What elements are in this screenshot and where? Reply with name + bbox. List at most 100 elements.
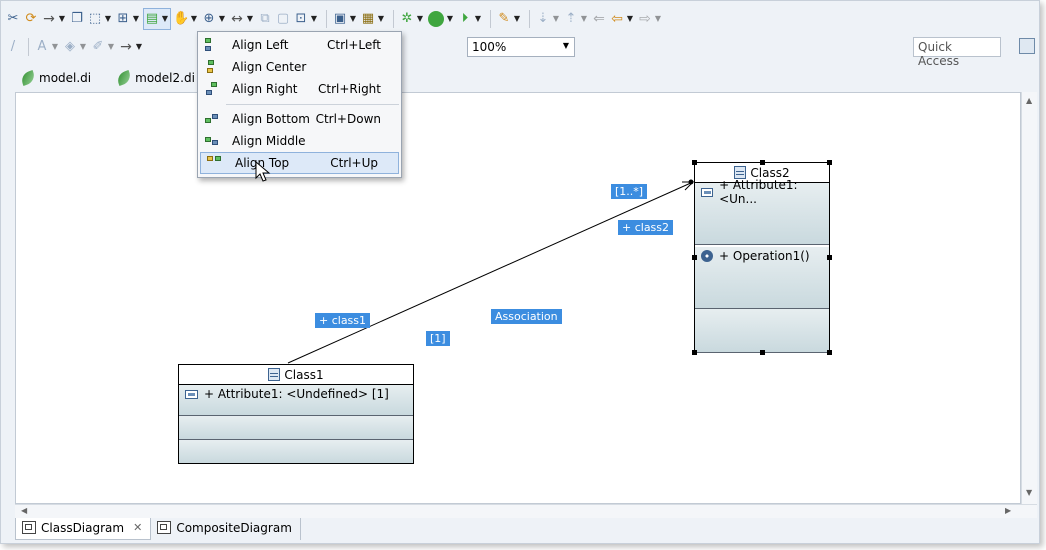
chevron-down-icon[interactable]: ▼ [349,14,357,23]
ungroup-tool[interactable]: ▢ [275,8,291,30]
chevron-down-icon[interactable]: ▼ [161,14,169,23]
class1-node[interactable]: Class1 + Attribute1: <Undefined> [1] [178,364,414,464]
menu-item-align-middle[interactable]: Align Middle [198,130,401,152]
chevron-down-icon[interactable]: ▼ [416,14,424,23]
chevron-down-icon[interactable]: ▼ [446,14,454,23]
scroll-up-icon[interactable]: ▲ [1026,96,1033,105]
line-style-tool[interactable]: / [5,36,21,58]
horizontal-scrollbar[interactable]: ◀ ▶ [15,504,1037,518]
association-name-label[interactable]: Association [491,309,562,324]
perspective-icon[interactable] [1019,38,1035,54]
chevron-down-icon[interactable]: ▼ [51,42,59,51]
table-tool[interactable]: ▦▼ [360,8,386,30]
font-color-tool[interactable]: A▼ [34,36,60,58]
chevron-down-icon[interactable]: ▼ [513,14,521,23]
select-all-tool[interactable]: ⬚▼ [87,8,113,30]
arrow-type-tool[interactable]: →▼ [118,36,144,58]
zoom-combo[interactable]: 100% ▼ [467,37,575,57]
menu-item-align-bottom[interactable]: Align Bottom Ctrl+Down [198,108,401,130]
menu-item-label: Align Center [232,60,307,74]
chevron-down-icon[interactable]: ▼ [218,14,226,23]
chevron-down-icon[interactable]: ▼ [58,14,66,23]
close-icon[interactable]: ✕ [133,521,143,534]
chevron-down-icon[interactable]: ▼ [552,14,560,23]
tab-composite-diagram[interactable]: CompositeDiagram [151,518,301,540]
size-tool[interactable]: ↔▼ [229,8,255,30]
chevron-down-icon[interactable]: ▼ [474,14,482,23]
route-tool[interactable]: ⊕▼ [201,8,227,30]
resize-handle[interactable] [760,160,765,165]
menu-item-align-center[interactable]: Align Center [198,56,401,78]
delete-tool[interactable]: ✂ [5,8,21,30]
operation-compartment[interactable] [179,416,413,440]
line-color-tool[interactable]: ✐▼ [90,36,116,58]
class2-node[interactable]: Class2 + Attribute1: <Un... + Operation1… [692,160,832,355]
chevron-down-icon[interactable]: ▼ [132,14,140,23]
operation-compartment[interactable]: + Operation1() [695,247,829,309]
operation-label: + Operation1() [719,249,810,263]
align-tool[interactable]: ▤▼ [143,7,171,30]
menu-item-align-left[interactable]: Align Left Ctrl+Left [198,34,401,56]
operation-row[interactable]: + Operation1() [695,247,829,265]
external-tools[interactable]: ⏵▼ [457,8,483,30]
next-annotation[interactable]: ⇣▼ [535,8,561,30]
chevron-down-icon[interactable]: ▼ [654,14,662,23]
chevron-down-icon[interactable]: ▼ [135,42,143,51]
resize-handle[interactable] [692,255,697,260]
tab-model-di[interactable]: model.di [15,67,101,91]
arrange-tool[interactable]: ⊞▼ [115,8,141,30]
menu-item-align-top[interactable]: Align Top Ctrl+Up [200,152,399,174]
tab-class-diagram[interactable]: ClassDiagram ✕ [15,518,152,540]
attribute-row[interactable]: + Attribute1: <Un... [695,178,829,206]
run-tool[interactable]: ▼ [427,8,455,30]
attribute-compartment[interactable]: + Attribute1: <Un... [695,178,829,245]
tab-model2-di[interactable]: model2.di [111,67,205,91]
copy-format-tool[interactable]: ❐ [69,8,85,30]
target-multiplicity-label[interactable]: [1..*] [611,184,648,199]
chevron-down-icon[interactable]: ▼ [79,42,87,51]
chevron-down-icon[interactable]: ▼ [377,14,385,23]
resize-handle[interactable] [692,160,697,165]
scroll-down-icon[interactable]: ▼ [1026,488,1033,497]
nested-compartment[interactable] [179,440,413,463]
target-role-label[interactable]: + class2 [618,220,674,235]
menu-item-align-right[interactable]: Align Right Ctrl+Right [198,78,401,100]
fill-color-tool[interactable]: ◈▼ [62,36,88,58]
chevron-down-icon[interactable]: ▼ [310,14,318,23]
resize-handle[interactable] [760,350,765,355]
properties-tool[interactable]: ▣▼ [332,8,358,30]
pan-tool[interactable]: ✋▼ [173,8,199,30]
attribute-row[interactable]: + Attribute1: <Undefined> [1] [179,385,413,403]
attribute-compartment[interactable]: + Attribute1: <Undefined> [1] [179,385,413,416]
resize-handle[interactable] [827,255,832,260]
debug-tool[interactable]: ✲▼ [399,8,425,30]
chevron-down-icon[interactable]: ▼ [580,14,588,23]
nested-compartment[interactable] [695,309,829,353]
resize-handle[interactable] [692,350,697,355]
forward-button[interactable]: ⇨▼ [637,8,663,30]
chevron-down-icon[interactable]: ▼ [190,14,198,23]
quick-access-input[interactable]: Quick Access [913,37,1001,68]
refresh-tool[interactable]: ⟳ [23,8,39,30]
resize-handle[interactable] [827,350,832,355]
group-tool[interactable]: ⧉ [257,8,273,30]
vertical-scrollbar[interactable]: ▲ ▼ [1021,92,1037,504]
source-multiplicity-label[interactable]: [1] [426,331,450,346]
brush-tool[interactable]: ✎▼ [496,8,522,30]
chevron-down-icon[interactable]: ▼ [107,42,115,51]
prev-annotation[interactable]: ⇡▼ [563,8,589,30]
back-button[interactable]: ⇦▼ [609,8,635,30]
connector-tool[interactable]: →▼ [41,8,67,30]
resize-handle[interactable] [827,160,832,165]
layout-tool[interactable]: ⊡▼ [293,8,319,30]
chevron-down-icon[interactable]: ▼ [626,14,634,23]
source-role-label[interactable]: + class1 [315,313,371,328]
fill-color-icon: ◈ [65,38,75,54]
scroll-right-icon[interactable]: ▶ [1005,506,1012,515]
chevron-down-icon[interactable]: ▼ [246,14,254,23]
last-edit[interactable]: ⇐ [591,8,607,30]
scroll-left-icon[interactable]: ◀ [21,506,28,515]
chevron-down-icon[interactable]: ▼ [562,41,569,50]
chevron-down-icon[interactable]: ▼ [104,14,112,23]
